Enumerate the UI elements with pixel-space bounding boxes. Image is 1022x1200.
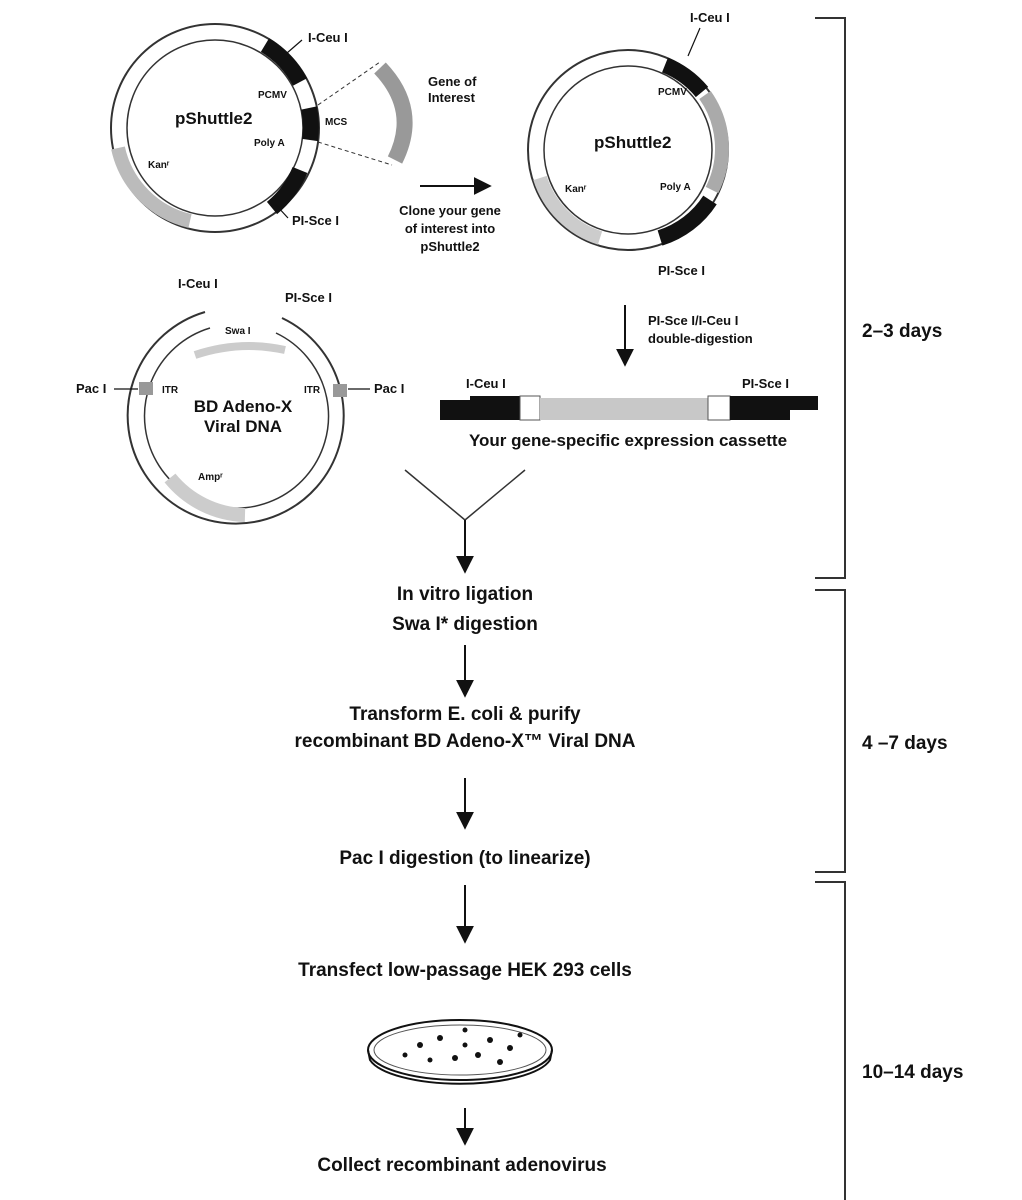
pcmv-label: PCMV xyxy=(658,87,687,98)
polya-label: Poly A xyxy=(254,138,285,149)
step-collect: Collect recombinant adenovirus xyxy=(317,1155,606,1176)
duration-phase1: 2–3 days xyxy=(862,321,942,342)
cassette-white-right xyxy=(707,395,731,421)
iceu-label: I-Ceu I xyxy=(690,10,730,25)
duration-phase3: 10–14 days xyxy=(862,1062,963,1083)
step-transform-line2: recombinant BD Adeno-X™ Viral DNA xyxy=(295,731,636,752)
kan-label: Kanʳ xyxy=(148,160,170,171)
gene-segment xyxy=(699,90,729,194)
pisce-label: PI-Sce I xyxy=(292,213,339,228)
swa-region xyxy=(193,342,286,359)
step-transform-line1: Transform E. coli & purify xyxy=(349,704,581,725)
adeno-x-viral-dna: I-Ceu I PI-Sce I Swa I Pac I Pac I ITR I… xyxy=(76,276,404,525)
cassette-iceu-label: I-Ceu I xyxy=(466,376,506,391)
duration-phase2: 4 –7 days xyxy=(862,733,948,754)
text-line: Clone your gene xyxy=(399,203,501,218)
pshuttle2-left-plasmid: pShuttle2 PCMV MCS Poly A Kanʳ I-Ceu I P… xyxy=(110,23,348,233)
text-line: PI-Sce I/I-Ceu I xyxy=(648,313,738,328)
iceu-site xyxy=(260,38,308,86)
kan-label: Kanʳ xyxy=(565,184,587,195)
pisce-label: PI-Sce I xyxy=(658,263,705,278)
pshuttle2-right-plasmid: pShuttle2 PCMV Poly A Kanʳ I-Ceu I PI-Sc… xyxy=(527,10,730,278)
text-line: double-digestion xyxy=(648,331,753,346)
merge-lines xyxy=(404,469,526,574)
swa-label: Swa I xyxy=(225,326,251,337)
cassette-left-end xyxy=(440,400,520,420)
plasmid-name: pShuttle2 xyxy=(175,109,252,128)
expression-cassette: I-Ceu I PI-Sce I Your gene-specific expr… xyxy=(440,376,818,450)
kan-segment xyxy=(111,146,192,228)
plasmid-name: pShuttle2 xyxy=(594,133,671,152)
mcs-site xyxy=(301,106,319,142)
iceu-site xyxy=(661,57,709,98)
step-swa-digestion: Swa I* digestion xyxy=(392,614,538,635)
itr-right-label: ITR xyxy=(304,385,321,396)
cassette-gene xyxy=(540,398,708,420)
plasmid-backbone xyxy=(110,23,320,233)
step-transfect: Transfect low-passage HEK 293 cells xyxy=(298,960,632,981)
cassette-caption: Your gene-specific expression cassette xyxy=(469,431,787,450)
amp-label: Ampʳ xyxy=(198,472,223,483)
viral-iceu-label: I-Ceu I xyxy=(178,276,218,291)
polya-label: Poly A xyxy=(660,182,691,193)
petri-dish-icon xyxy=(367,1019,553,1085)
plasmid-backbone-inner xyxy=(126,39,304,217)
iceu-label: I-Ceu I xyxy=(308,30,348,45)
text-line: Gene of xyxy=(428,74,477,89)
timeline: 2–3 days 4 –7 days 10–14 days xyxy=(815,17,963,1200)
pac-left-label: Pac I xyxy=(76,381,106,396)
text-line: Viral DNA xyxy=(204,417,282,436)
step-ligation: In vitro ligation xyxy=(397,584,533,605)
clone-instruction: Clone your gene of interest into pShuttle2 xyxy=(399,203,501,254)
cassette-white-left xyxy=(519,395,541,421)
gene-insert-arc xyxy=(374,62,413,164)
itr-left-label: ITR xyxy=(162,385,179,396)
step-pac-digestion: Pac I digestion (to linearize) xyxy=(339,848,590,869)
bracket-phase2 xyxy=(815,589,846,873)
pcmv-label: PCMV xyxy=(258,90,287,101)
colony-dots xyxy=(402,1027,523,1065)
bracket-phase3 xyxy=(815,881,846,1200)
text-line: BD Adeno-X xyxy=(194,397,293,416)
cassette-pisce-label: PI-Sce I xyxy=(742,376,789,391)
clone-step: Clone your gene of interest into pShuttle2 xyxy=(399,177,501,254)
pisce-site xyxy=(657,195,717,246)
text-line: Interest xyxy=(428,90,476,105)
text-line: pShuttle2 xyxy=(420,239,479,254)
viral-pisce-label: PI-Sce I xyxy=(285,290,332,305)
double-digestion-label: PI-Sce I/I-Ceu I double-digestion xyxy=(648,313,753,346)
mcs-label: MCS xyxy=(325,117,348,128)
kan-segment xyxy=(533,175,603,245)
bracket-phase1 xyxy=(815,17,846,579)
double-digestion-step: PI-Sce I/I-Ceu I double-digestion xyxy=(616,305,753,367)
amp-segment xyxy=(164,473,246,522)
pisce-site xyxy=(266,166,308,215)
pac-right-label: Pac I xyxy=(374,381,404,396)
text-line: of interest into xyxy=(405,221,495,236)
cassette-right-end xyxy=(730,396,790,420)
